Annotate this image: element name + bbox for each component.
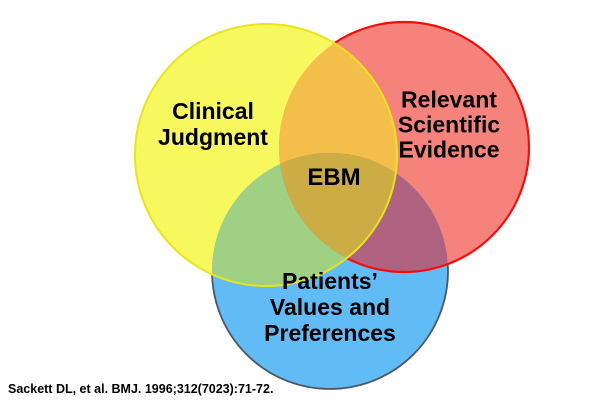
ebm-label: EBM [307,164,361,191]
evidence-circle-outline [277,20,531,274]
evidence-label-line2: Scientific [397,111,501,138]
evidence-label: Relevant Scientific Evidence [397,86,501,163]
patients-label: Patients’ Values and Preferences [264,268,396,346]
evidence-label-line1: Relevant [401,86,497,113]
citation: Sackett DL, et al. BMJ. 1996;312(7023):7… [8,382,274,396]
patients-label-line3: Preferences [264,320,396,346]
clinical-judgment-label-line1: Clinical [172,98,254,124]
clinical-circle-outline [134,23,398,287]
clinical-judgment-label-line2: Judgment [158,124,268,150]
patients-label-line2: Values and [269,294,391,320]
clinical-judgment-label: Clinical Judgment [158,98,268,150]
patients-circle-outline [211,152,449,390]
patients-label-line1: Patients’ [282,268,378,294]
evidence-label-line3: Evidence [398,136,500,163]
